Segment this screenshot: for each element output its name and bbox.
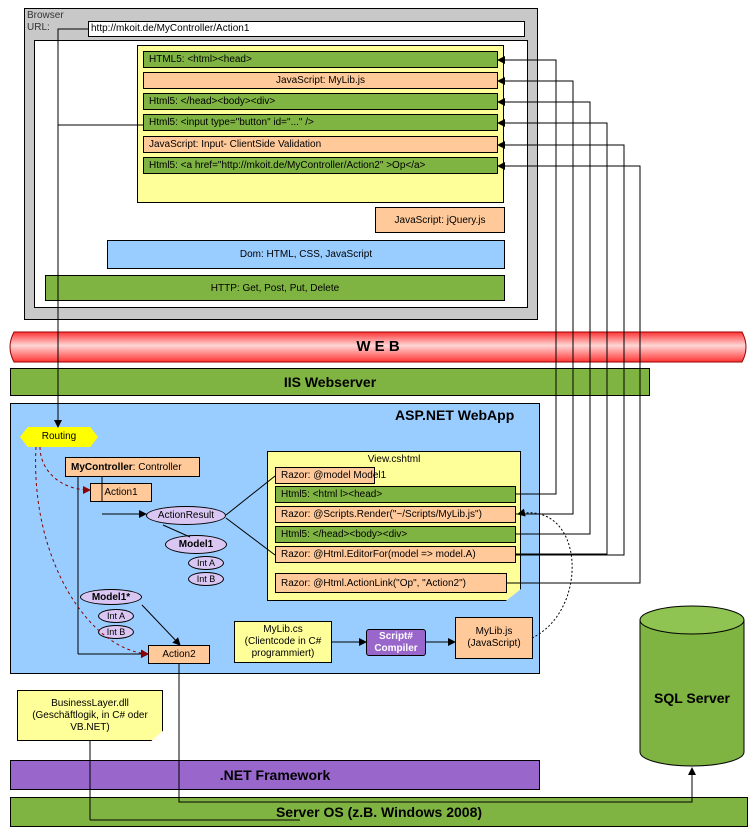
script-sharp-compiler: Script#Compiler — [366, 629, 426, 656]
jquery-box: JavaScript: jQuery.js — [375, 207, 505, 233]
action1-box: Action1 — [90, 483, 152, 502]
model1-star-int-b: Int B — [98, 625, 134, 639]
routing-hexagon — [20, 427, 98, 447]
page-line-html-head: HTML5: <html><head> — [143, 51, 498, 68]
mylib-cs-note: MyLib.cs(Clientcode in C#programmiert) — [234, 621, 332, 663]
business-layer-note: BusinessLayer.dll(Geschäftlogik, in C# o… — [17, 690, 163, 741]
sql-server-label: SQL Server — [653, 690, 730, 706]
view-line-model: Razor: @model Model1 — [275, 467, 386, 484]
url-label: URL: — [27, 22, 50, 33]
iis-webserver: IIS Webserver — [10, 368, 650, 396]
model1-star-ellipse: Model1* — [80, 589, 142, 605]
routing-label: Routing — [41, 431, 77, 442]
url-text: http://mkoit.de/MyController/Action1 — [91, 23, 250, 34]
page-line-mylib-js: JavaScript: MyLib.js — [143, 72, 498, 89]
browser-title: Browser — [27, 10, 64, 21]
dom-box: Dom: HTML, CSS, JavaScript — [107, 240, 505, 269]
webapp-title: ASP.NET WebApp — [395, 407, 515, 423]
view-line-scripts-render: Razor: @Scripts.Render("~/Scripts/MyLib.… — [275, 506, 516, 523]
web-label: W E B — [356, 338, 400, 355]
view-line-body-div: Html5: </head><body><div> — [275, 526, 516, 543]
url-field[interactable]: http://mkoit.de/MyController/Action1 — [88, 21, 525, 37]
view-line-html-head: Html5: <html l><head> — [275, 486, 516, 503]
page-line-anchor: Html5: <a href="http://mkoit.de/MyContro… — [143, 157, 498, 174]
page-line-body-div: Html5: </head><body><div> — [143, 93, 498, 110]
dotnet-framework: .NET Framework — [10, 760, 540, 790]
view-title: View.cshtml — [367, 454, 421, 465]
http-box: HTTP: Get, Post, Put, Delete — [45, 275, 505, 301]
model1-ellipse: Model1 — [165, 535, 227, 554]
view-line-action-link: Razor: @Html.ActionLink("Op", "Action2") — [275, 573, 507, 593]
model1-int-a: Int A — [188, 556, 224, 570]
my-controller: MyController : Controller — [65, 457, 200, 477]
view-line-editor-for: Razor: @Html.EditorFor(model => model.A) — [275, 546, 516, 563]
model1-star-int-a: Int A — [98, 609, 134, 623]
model1-int-b: Int B — [188, 572, 224, 586]
